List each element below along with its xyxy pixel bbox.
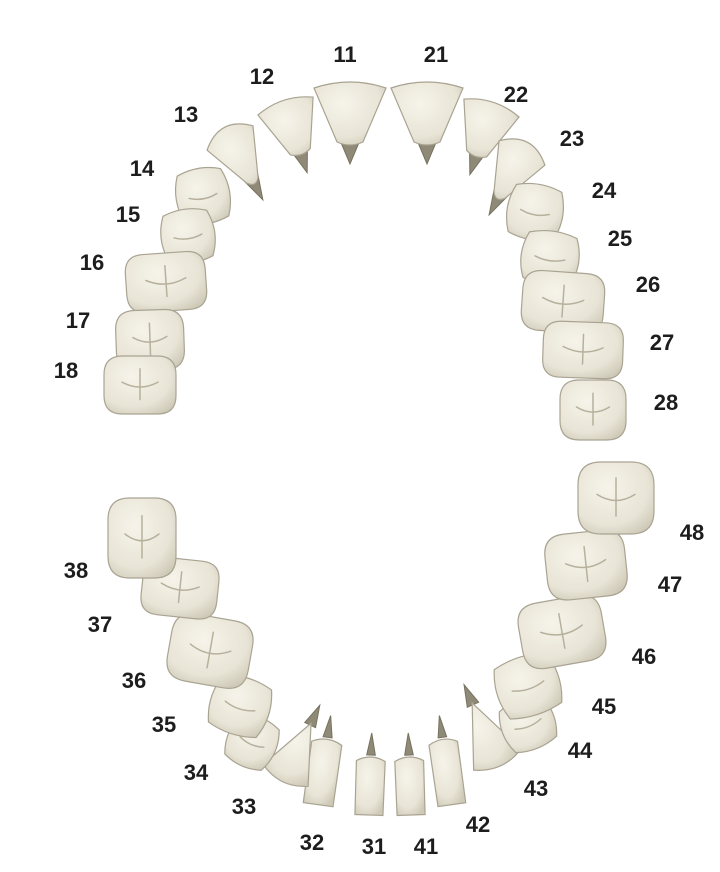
tooth-crown: [207, 673, 273, 739]
tooth-16: [124, 250, 208, 314]
tooth-22: [463, 98, 520, 177]
tooth-root: [322, 715, 333, 739]
tooth-label-14: 14: [130, 156, 155, 181]
tooth-label-45: 45: [592, 694, 616, 719]
tooth-groove: [124, 514, 160, 559]
tooth-groove: [542, 284, 585, 318]
tooth-root: [303, 703, 321, 729]
tooth-label-34: 34: [184, 760, 209, 785]
tooth-groove: [534, 255, 566, 262]
tooth-label-27: 27: [650, 330, 674, 355]
tooth-label-13: 13: [174, 102, 198, 127]
tooth-groove: [239, 735, 265, 749]
tooth-label-35: 35: [152, 712, 176, 737]
tooth-label-44: 44: [568, 738, 593, 763]
tooth-label-31: 31: [362, 834, 386, 859]
tooth-label-41: 41: [414, 834, 438, 859]
tooth-groove: [188, 192, 218, 201]
tooth-label-36: 36: [122, 668, 146, 693]
tooth-crown: [390, 81, 464, 146]
tooth-label-37: 37: [88, 612, 112, 637]
tooth-crown: [262, 721, 312, 787]
tooth-label-26: 26: [636, 272, 660, 297]
tooth-label-42: 42: [466, 812, 490, 837]
tooth-groove: [173, 233, 203, 240]
tooth-label-43: 43: [524, 776, 548, 801]
tooth-label-18: 18: [54, 358, 78, 383]
tooth-label-24: 24: [592, 178, 617, 203]
tooth-label-48: 48: [680, 520, 704, 545]
tooth-groove: [539, 613, 583, 649]
tooth-28: [559, 379, 627, 441]
tooth-groove: [224, 700, 256, 712]
tooth-root: [463, 682, 480, 709]
tooth-groove: [132, 322, 168, 356]
tooth-label-32: 32: [300, 830, 324, 855]
tooth-crown: [257, 96, 314, 157]
tooth-crown: [354, 756, 386, 817]
tooth-groove: [145, 265, 187, 298]
tooth-root: [437, 715, 448, 739]
tooth-label-22: 22: [504, 82, 528, 107]
tooth-41: [394, 732, 426, 817]
tooth-12: [257, 96, 314, 175]
tooth-label-17: 17: [66, 308, 90, 333]
tooth-21: [390, 81, 464, 166]
tooth-crown: [463, 98, 520, 159]
tooth-35: [207, 673, 273, 739]
tooth-27: [542, 320, 624, 380]
tooth-label-47: 47: [658, 572, 682, 597]
tooth-crown: [493, 138, 546, 201]
tooth-groove: [562, 333, 604, 365]
tooth-crown: [428, 738, 467, 808]
tooth-label-15: 15: [116, 202, 140, 227]
tooth-label-28: 28: [654, 390, 678, 415]
tooth-42: [428, 715, 467, 808]
tooth-15: [160, 208, 216, 264]
tooth-46: [517, 594, 607, 670]
tooth-groove: [511, 680, 545, 692]
tooth-groove: [596, 477, 636, 517]
tooth-crown: [160, 208, 216, 264]
tooth-groove: [160, 571, 200, 604]
tooth-23: [488, 138, 546, 217]
tooth-31: [354, 732, 386, 817]
tooth-groove: [575, 392, 611, 426]
tooth-47: [544, 529, 628, 601]
tooth-24: [505, 182, 565, 242]
tooth-root: [366, 732, 376, 756]
tooth-18: [103, 355, 177, 415]
tooth-13: [206, 123, 264, 202]
tooth-groove: [519, 208, 551, 217]
tooth-crown: [302, 738, 343, 808]
tooth-label-11: 11: [333, 42, 356, 67]
tooth-label-23: 23: [560, 126, 584, 151]
tooth-groove: [121, 368, 159, 401]
tooth-crown: [313, 81, 387, 146]
tooth-groove: [189, 631, 232, 669]
tooth-label-21: 21: [424, 42, 448, 67]
tooth-crown: [394, 756, 426, 817]
tooth-label-33: 33: [232, 794, 256, 819]
tooth-38: [107, 497, 177, 579]
tooth-32: [302, 715, 343, 808]
teeth-layer: [103, 81, 655, 817]
tooth-label-46: 46: [632, 644, 656, 669]
tooth-11: [313, 81, 387, 166]
tooth-33: [262, 703, 321, 787]
tooth-label-38: 38: [64, 558, 88, 583]
tooth-36: [166, 613, 254, 689]
tooth-groove: [514, 718, 542, 730]
tooth-label-25: 25: [608, 226, 632, 251]
tooth-label-12: 12: [250, 64, 274, 89]
tooth-label-16: 16: [80, 250, 104, 275]
tooth-48: [577, 461, 655, 535]
tooth-root: [404, 732, 414, 756]
tooth-crown: [206, 123, 259, 186]
tooth-groove: [565, 545, 607, 583]
